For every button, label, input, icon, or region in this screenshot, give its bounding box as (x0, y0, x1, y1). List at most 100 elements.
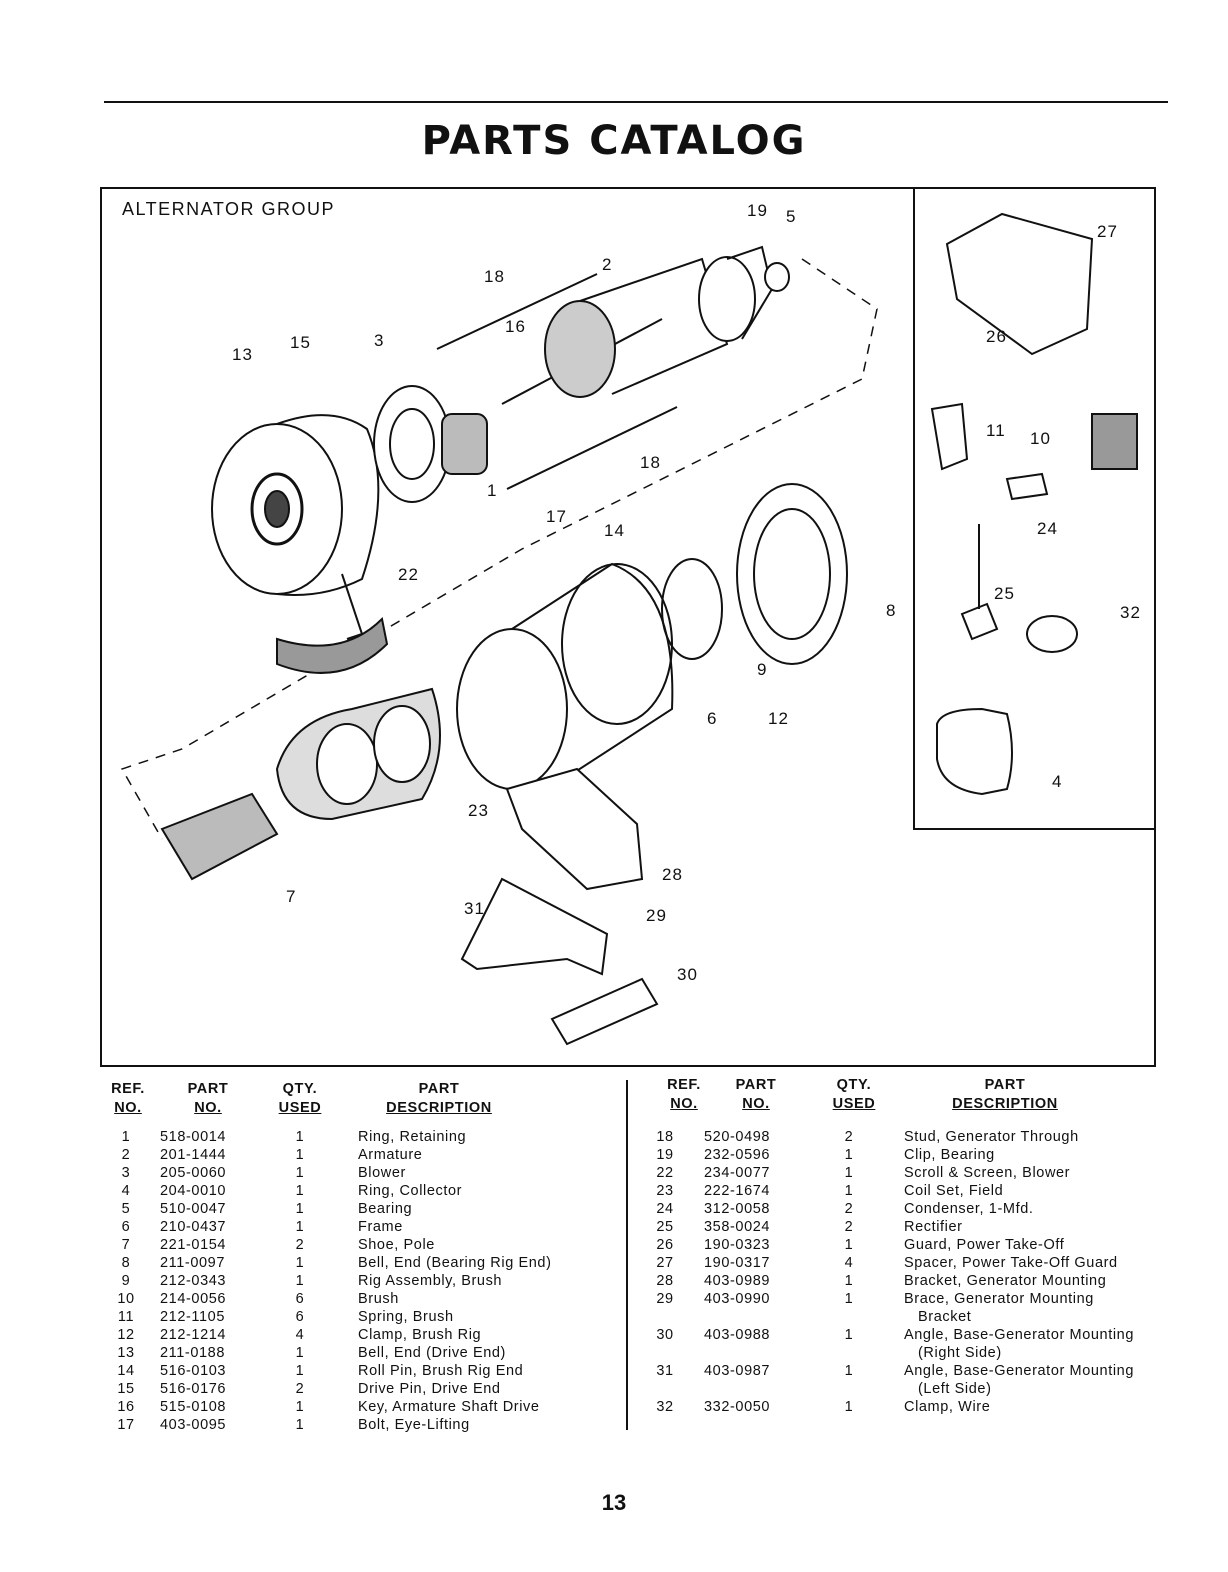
ref-no-cell: 10 (117, 1291, 135, 1307)
ref-no-cell: 29 (656, 1291, 674, 1307)
description-cell: Clip, Bearing (904, 1147, 995, 1163)
callout-22: 22 (398, 565, 419, 584)
callout-6: 6 (707, 709, 718, 728)
ref-no-cell: 19 (656, 1147, 674, 1163)
qty-cell: 2 (295, 1381, 305, 1397)
description-cell: Frame (358, 1219, 403, 1235)
part-no-cell: 222-1674 (704, 1183, 771, 1199)
description-cell: Bell, End (Bearing Rig End) (358, 1255, 552, 1271)
ref-no-cell: 15 (117, 1381, 135, 1397)
qty-cell: 2 (844, 1201, 854, 1217)
part-no-cell: 212-1105 (160, 1309, 226, 1325)
ref-no-cell: 8 (121, 1255, 131, 1271)
part-no-cell: 312-0058 (704, 1201, 771, 1217)
description-cell: Scroll & Screen, Blower (904, 1165, 1071, 1181)
description-cell: Spacer, Power Take-Off Guard (904, 1255, 1118, 1271)
blower-screen-drawing (276, 616, 389, 674)
part-no-cell: 403-0988 (704, 1327, 771, 1343)
callout-31: 31 (464, 899, 485, 918)
rectifier-drawing (960, 602, 999, 641)
blower-drawing (373, 385, 488, 503)
group-label: ALTERNATOR GROUP (122, 199, 336, 219)
qty-cell: 4 (295, 1327, 305, 1343)
bell-end-brush-rig-drawing (736, 483, 848, 665)
part-no-cell: 190-0323 (704, 1237, 771, 1253)
description-cell-continued: Bracket (918, 1309, 972, 1325)
brush-drawing (1091, 413, 1138, 470)
part-no-cell: 403-0989 (704, 1273, 771, 1289)
inset-panel-border (913, 189, 1154, 830)
description-cell: Bearing (358, 1201, 413, 1217)
qty-cell: 1 (295, 1273, 305, 1289)
part-no-cell: 518-0014 (160, 1129, 227, 1145)
qty-cell: 1 (844, 1363, 854, 1379)
callout-19: 19 (747, 201, 768, 220)
ref-no-cell: 1 (121, 1129, 131, 1145)
description-cell: Key, Armature Shaft Drive (358, 1399, 540, 1415)
ref-no-cell: 26 (656, 1237, 674, 1253)
qty-used-header: QTY.USED (832, 1077, 876, 1112)
ref-no-cell: 18 (656, 1129, 674, 1145)
qty-cell: 1 (295, 1417, 305, 1433)
ref-no-cell: 4 (121, 1183, 131, 1199)
description-cell: Coil Set, Field (904, 1183, 1004, 1199)
page-number: 13 (601, 1490, 627, 1515)
description-cell: Condenser, 1-Mfd. (904, 1201, 1034, 1217)
callout-25: 25 (994, 584, 1015, 603)
description-cell: Guard, Power Take-Off (904, 1237, 1065, 1253)
callout-18b: 18 (640, 453, 661, 472)
description-cell: Drive Pin, Drive End (358, 1381, 501, 1397)
ref-no-cell: 5 (121, 1201, 131, 1217)
callout-10: 10 (1030, 429, 1051, 448)
callout-24: 24 (1037, 519, 1058, 538)
callout-27: 27 (1097, 222, 1118, 241)
callout-13: 13 (232, 345, 253, 364)
through-stud-1 (436, 273, 598, 350)
ref-no-cell: 22 (656, 1165, 674, 1181)
qty-cell: 1 (844, 1273, 854, 1289)
mounting-brace-drawing (460, 877, 609, 976)
page-title: PARTS CATALOG (421, 118, 807, 164)
callout-14: 14 (604, 521, 625, 540)
qty-cell: 2 (295, 1237, 305, 1253)
part-no-cell: 190-0317 (704, 1255, 771, 1271)
description-cell-continued: (Right Side) (918, 1345, 1002, 1361)
description-cell: Ring, Retaining (358, 1129, 467, 1145)
callout-32: 32 (1120, 603, 1141, 622)
ref-no-cell: 25 (656, 1219, 674, 1235)
ref-no-cell: 9 (121, 1273, 131, 1289)
part-no-cell: 520-0498 (704, 1129, 771, 1145)
callout-11: 11 (986, 421, 1006, 440)
ref-no-cell: 3 (121, 1165, 131, 1181)
ref-no-cell: 7 (121, 1237, 131, 1253)
description-cell: Angle, Base-Generator Mounting (904, 1327, 1134, 1343)
description-cell: Rectifier (904, 1219, 963, 1235)
ref-no-cell: 11 (117, 1309, 135, 1325)
part-no-cell: 221-0154 (160, 1237, 227, 1253)
qty-cell: 1 (844, 1291, 854, 1307)
description-cell: Bell, End (Drive End) (358, 1345, 506, 1361)
part-no-cell: 232-0596 (704, 1147, 771, 1163)
qty-cell: 1 (295, 1183, 305, 1199)
part-no-cell: 516-0103 (160, 1363, 227, 1379)
part-no-cell: 403-0095 (160, 1417, 227, 1433)
description-cell: Stud, Generator Through (904, 1129, 1079, 1145)
part-no-cell: 210-0437 (160, 1219, 227, 1235)
description-cell: Bolt, Eye-Lifting (358, 1417, 470, 1433)
wire-clamp-drawing (1026, 615, 1078, 653)
description-cell: Ring, Collector (358, 1183, 463, 1199)
qty-cell: 1 (295, 1165, 305, 1181)
qty-cell: 1 (295, 1345, 305, 1361)
ref-no-header: REF.NO. (667, 1077, 701, 1112)
ref-no-cell: 28 (656, 1273, 674, 1289)
qty-cell: 1 (295, 1399, 305, 1415)
base-angle-drawing (550, 977, 659, 1046)
description-cell: Clamp, Brush Rig (358, 1327, 482, 1343)
ref-no-cell: 12 (117, 1327, 135, 1343)
brush-rig-drawing (661, 558, 723, 660)
qty-cell: 6 (295, 1291, 305, 1307)
qty-cell: 1 (844, 1399, 854, 1415)
qty-cell: 1 (295, 1201, 305, 1217)
table-divider (626, 1080, 628, 1430)
